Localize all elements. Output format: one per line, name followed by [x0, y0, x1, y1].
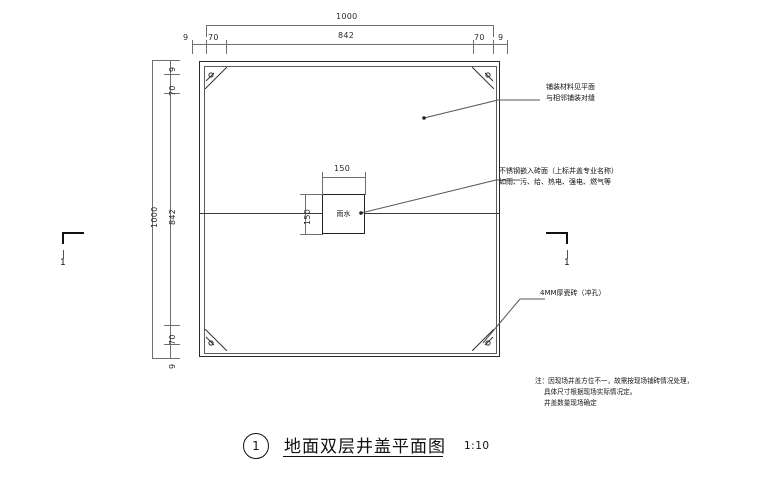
dim-line-drain-width [322, 177, 365, 178]
dim-top-offset-left: 70 [208, 33, 219, 42]
section-marker-left-arm-v [62, 232, 64, 244]
dim-drain-height: 150 [303, 208, 312, 225]
dim-ext-drain-w-left [322, 181, 323, 195]
dim-ext-top-overall-left [206, 25, 207, 37]
section-marker-right-arm-v [566, 232, 568, 244]
dim-line-top-overall [206, 25, 493, 26]
dim-tick-top-3 [226, 40, 227, 54]
detail-number-circle: 1 [243, 432, 269, 459]
dim-tick-drain-w-left [322, 172, 323, 182]
annotation-paving: 铺装材料见平面 与相邻铺装对缝 [546, 82, 595, 104]
dim-tick-left-2 [164, 74, 180, 75]
dim-top-inner: 842 [338, 31, 355, 40]
note-line-1: 注：因现场井盖方位不一，故需按现场铺砖情况处理， [535, 377, 694, 385]
section-marker-left-label: 1 [60, 258, 66, 268]
dim-top-edge-left: 9 [183, 33, 189, 42]
annotation-tile: 4MM厚瓷砖（冲孔） [540, 288, 606, 299]
dim-left-offset-top: 70 [168, 85, 177, 96]
corner-hatch-bottom-left [205, 329, 227, 351]
section-marker-right-arm-h [546, 232, 568, 234]
section-marker-right-tick [567, 250, 568, 259]
dim-tick-drain-h-bot [300, 234, 310, 235]
dim-ext-top-overall-right [493, 25, 494, 37]
dim-tick-left-3 [164, 93, 180, 94]
dim-drain-width: 150 [334, 164, 351, 173]
dim-line-drain-height [305, 194, 306, 234]
dim-top-edge-right: 9 [498, 33, 504, 42]
dim-tick-top-2 [206, 40, 207, 54]
dim-line-left-overall [152, 60, 153, 358]
corner-hatch-bottom-right [472, 329, 494, 351]
section-marker-right: 1 [546, 232, 576, 272]
annotation-paving-line2: 与相邻铺装对缝 [546, 94, 595, 102]
dim-ext-left-top [152, 60, 164, 61]
corner-hatch-top-left [205, 67, 227, 89]
section-marker-right-label: 1 [564, 258, 570, 268]
dim-tick-left-4 [164, 325, 180, 326]
dim-tick-drain-w-right [365, 172, 366, 182]
dim-line-left-chain [170, 60, 171, 358]
drain-box: 雨水 [322, 194, 365, 234]
note-line-3: 井盖数量现场确定 [544, 399, 597, 407]
manhole-cover-inner-frame [204, 66, 497, 354]
dim-tick-left-6 [164, 358, 180, 359]
annotation-steel-insert: 不锈钢嵌入砖面（上标井盖专业名称） 如雨、污、给、热电、强电、燃气等 [499, 166, 618, 188]
note-block: 注：因现场井盖方位不一，故需按现场铺砖情况处理， 具体尺寸根据现场实际情况定。 … [535, 376, 693, 409]
corner-hatch-top-right [472, 67, 494, 89]
dim-ext-drain-h-bot [309, 234, 323, 235]
dim-left-overall: 1000 [150, 206, 159, 228]
dim-left-edge-bottom: 9 [168, 363, 177, 369]
dim-top-overall: 1000 [336, 12, 358, 21]
dim-left-edge-top: 9 [168, 66, 177, 72]
dim-tick-drain-h-top [300, 194, 310, 195]
annotation-steel-line2: 如雨、污、给、热电、强电、燃气等 [499, 178, 611, 186]
dim-tick-top-6 [507, 40, 508, 54]
section-marker-left-arm-h [62, 232, 84, 234]
title-underline [283, 456, 443, 457]
dim-top-offset-right: 70 [474, 33, 485, 42]
dim-tick-left-1 [164, 60, 180, 61]
title-block: 1 地面双层井盖平面图 1:10 [243, 432, 490, 459]
dim-ext-left-bottom [152, 358, 164, 359]
annotation-paving-line1: 铺装材料见平面 [546, 83, 595, 91]
dim-tick-left-5 [164, 344, 180, 345]
section-marker-left: 1 [60, 232, 92, 272]
dim-left-inner: 842 [168, 208, 177, 225]
annotation-steel-line1: 不锈钢嵌入砖面（上标井盖专业名称） [499, 167, 618, 175]
dim-ext-drain-w-right [365, 181, 366, 195]
drawing-scale: 1:10 [464, 439, 490, 452]
annotation-tile-line1: 4MM厚瓷砖（冲孔） [540, 289, 606, 297]
section-marker-left-tick [63, 250, 64, 259]
page-title: 地面双层井盖平面图 [284, 437, 446, 457]
dim-left-offset-bottom: 70 [168, 334, 177, 345]
dim-tick-top-4 [473, 40, 474, 54]
drain-box-label: 雨水 [336, 210, 351, 218]
dim-tick-top-5 [493, 40, 494, 54]
note-line-2: 具体尺寸根据现场实际情况定。 [544, 388, 637, 396]
dim-line-top-chain [192, 44, 507, 45]
dim-tick-top-1 [192, 40, 193, 54]
detail-number-label: 1 [252, 438, 260, 453]
dim-ext-drain-h-top [309, 194, 323, 195]
